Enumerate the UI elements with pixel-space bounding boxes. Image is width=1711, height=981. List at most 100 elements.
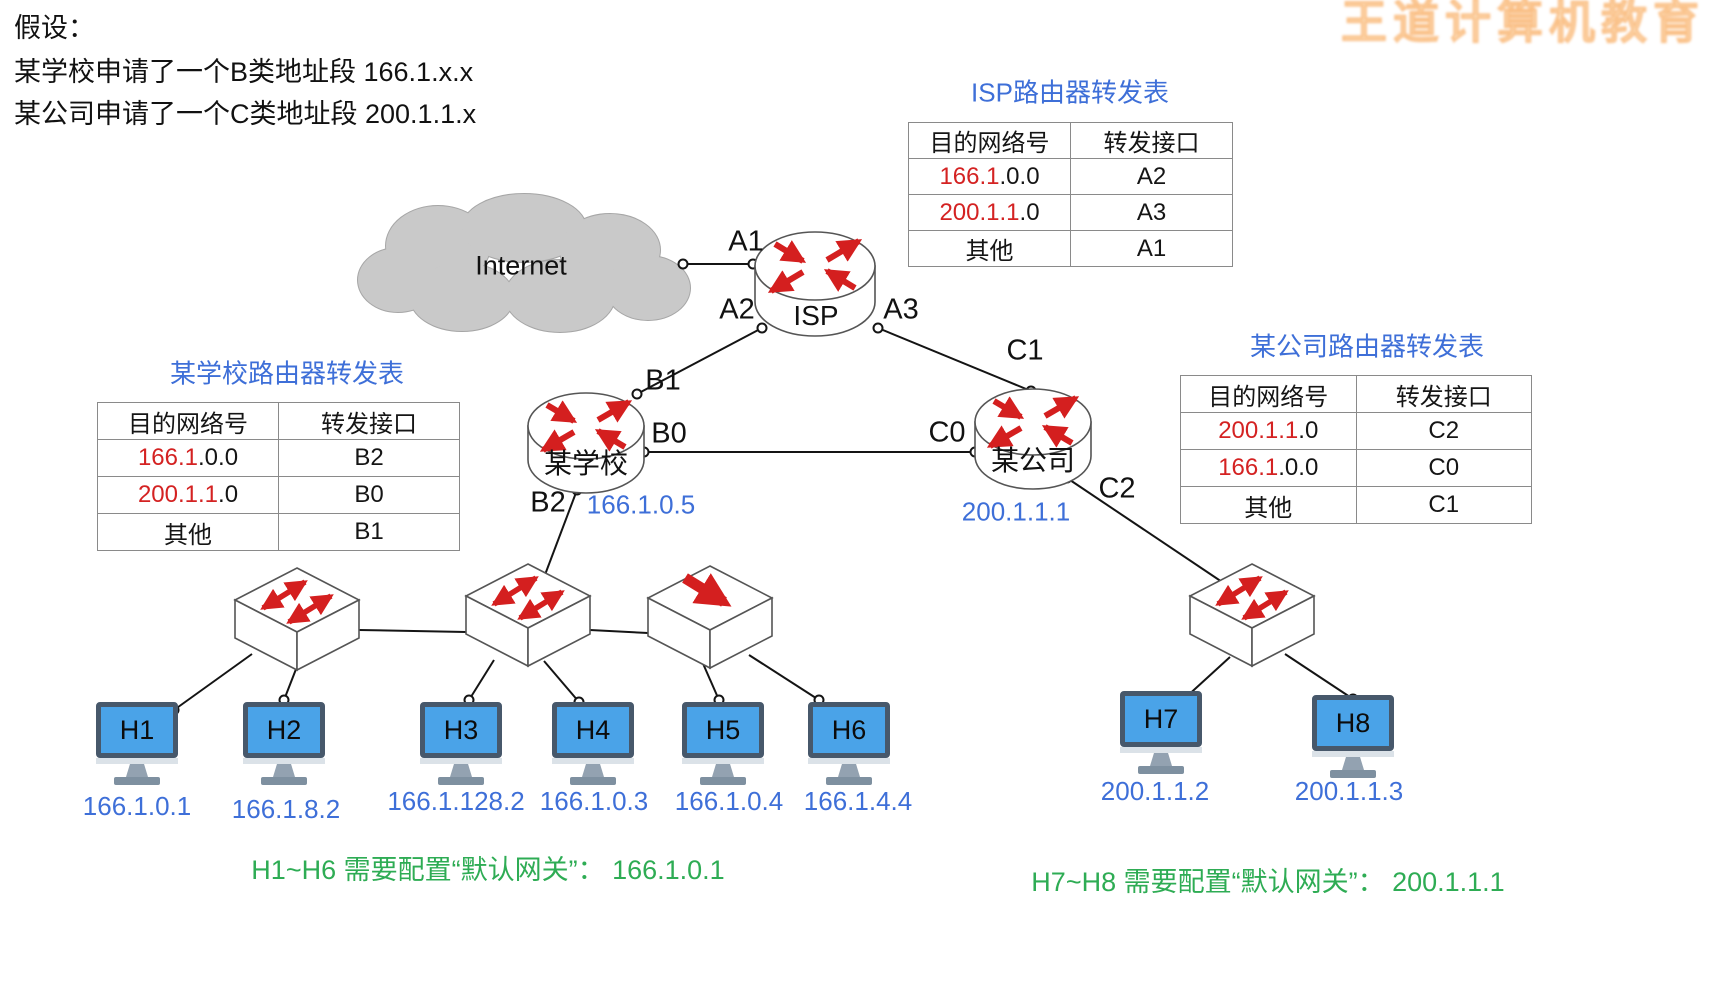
connection-point	[872, 322, 884, 334]
switch-4	[1188, 563, 1316, 668]
host-label: H4	[575, 714, 611, 745]
iface-cell: B0	[278, 476, 460, 514]
monitor-stand-neck	[1150, 753, 1172, 766]
link-a2-b1	[636, 327, 763, 395]
network-links	[173, 263, 1354, 711]
monitor-stand-base	[261, 777, 307, 785]
table-row: 其他 C1	[1180, 486, 1532, 524]
net-prefix: 200.1.1	[137, 481, 219, 508]
iface-label-b1: B1	[645, 364, 681, 397]
col-header-iface: 转发接口	[1355, 375, 1532, 413]
monitor-screen: H2	[243, 702, 325, 758]
net-prefix: 200.1.1	[939, 198, 1020, 226]
host-h6: H6	[807, 702, 891, 785]
link-b2-switch2	[539, 489, 578, 589]
monitor-chin	[243, 758, 325, 764]
host-label: H7	[1143, 703, 1179, 734]
host-ip-h4: 166.1.0.3	[539, 786, 649, 816]
link-switch2-switch3	[589, 629, 649, 634]
router-arrows-icon	[767, 238, 863, 294]
iface-label-a3: A3	[883, 293, 919, 326]
company-router	[974, 388, 1092, 490]
host-h5: H5	[681, 702, 765, 785]
monitor-screen: H3	[420, 702, 502, 758]
monitor-stand-base	[114, 777, 160, 785]
link-switch2-h4	[543, 660, 580, 703]
monitor-stand-base	[700, 777, 746, 785]
switch-arrows-icon	[260, 579, 334, 625]
host-label: H1	[119, 714, 155, 745]
monitor-chin	[420, 758, 502, 764]
link-switch2-h3	[468, 659, 495, 701]
host-h7: H7	[1119, 691, 1203, 774]
net-suffix: 其他	[1244, 494, 1293, 522]
net-suffix: .0.0	[1278, 454, 1319, 481]
monitor-stand-neck	[712, 764, 734, 777]
link-switch1-switch2	[358, 629, 467, 633]
switch-1	[233, 567, 361, 672]
net-prefix: 200.1.1	[1218, 417, 1299, 444]
table-row: 200.1.1.0 A3	[908, 194, 1233, 231]
host-ip-h7: 200.1.1.2	[1100, 776, 1210, 806]
link-a3-c1	[877, 327, 1032, 392]
monitor-stand-base	[1330, 770, 1376, 778]
router-arrows-icon	[539, 399, 633, 453]
dest-cell: 其他	[1180, 486, 1357, 524]
table-row: 200.1.1.0 C2	[1180, 412, 1532, 450]
table-header-row: 目的网络号 转发接口	[97, 402, 460, 440]
monitor-chin	[96, 758, 178, 764]
host-label: H6	[831, 714, 867, 745]
monitor-screen: H4	[552, 702, 634, 758]
dest-cell: 166.1.0.0	[908, 158, 1071, 195]
col-header-iface: 转发接口	[1070, 122, 1233, 159]
host-h3: H3	[419, 702, 503, 785]
internet-cloud	[357, 193, 691, 333]
isp-router-label: ISP	[793, 300, 839, 331]
host-label: H3	[443, 714, 479, 745]
net-suffix: .0	[1298, 417, 1319, 444]
link-switch1-h1	[173, 653, 253, 711]
net-prefix: 166.1	[1218, 454, 1279, 481]
table-row: 166.1.0.0 B2	[97, 439, 460, 477]
monitor-stand-neck	[838, 764, 860, 777]
link-switch4-h8	[1284, 653, 1354, 700]
monitor-stand-base	[570, 777, 616, 785]
monitor-chin	[552, 758, 634, 764]
monitor-stand-neck	[273, 764, 295, 777]
assumption-title: 假设：	[14, 13, 95, 43]
dest-cell: 166.1.0.0	[97, 439, 279, 477]
monitor-screen: H5	[682, 702, 764, 758]
router-arrows-icon	[986, 395, 1080, 449]
isp-router	[754, 231, 876, 337]
company-c2-ip: 200.1.1.1	[961, 496, 1071, 527]
host-ip-h3: 166.1.128.2	[387, 786, 525, 816]
host-ip-h5: 166.1.0.4	[674, 786, 784, 816]
iface-label-c0: C0	[928, 416, 966, 449]
monitor-chin	[1312, 751, 1394, 757]
host-label: H5	[705, 714, 741, 745]
monitor-chin	[1120, 747, 1202, 753]
table-row: 其他 B1	[97, 513, 460, 551]
school-gateway-note: H1~H6 需要配置“默认网关”： 166.1.0.1	[251, 855, 725, 885]
iface-label-b0: B0	[651, 417, 687, 450]
col-header-dest: 目的网络号	[1180, 375, 1357, 413]
host-h2: H2	[242, 702, 326, 785]
iface-cell: C2	[1355, 412, 1532, 450]
switch-arrows-icon	[1215, 575, 1289, 621]
net-suffix: .0	[1019, 198, 1040, 226]
assumption-line-company: 某公司申请了一个C类地址段 200.1.1.x	[14, 99, 477, 129]
connection-point	[677, 258, 689, 270]
school-table-title: 某学校路由器转发表	[169, 358, 405, 389]
iface-label-c1: C1	[1006, 334, 1044, 367]
monitor-chin	[682, 758, 764, 764]
monitor-screen: H6	[808, 702, 890, 758]
monitor-chin	[808, 758, 890, 764]
monitor-stand-base	[826, 777, 872, 785]
assumption-line-school: 某学校申请了一个B类地址段 166.1.x.x	[14, 57, 474, 87]
monitor-screen: H8	[1312, 695, 1394, 751]
col-header-dest: 目的网络号	[908, 122, 1071, 159]
iface-label-b2: B2	[530, 486, 566, 519]
monitor-stand-base	[438, 777, 484, 785]
